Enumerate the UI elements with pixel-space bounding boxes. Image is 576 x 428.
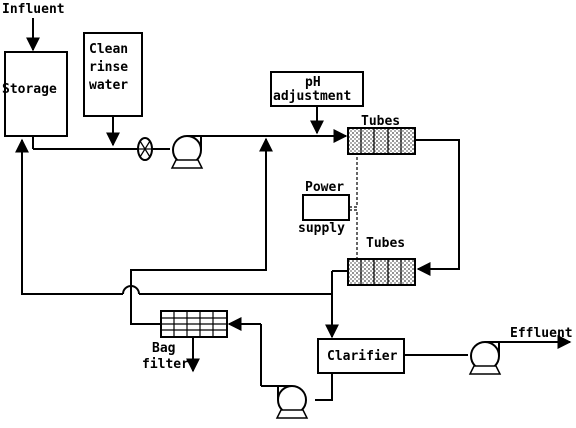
- clarifier-label: Clarifier: [327, 349, 398, 364]
- clarifier-underflow-pipe: [315, 373, 333, 401]
- tubes-bottom-unit: [347, 258, 416, 286]
- bag-filter-unit: [160, 310, 228, 338]
- bag-label: Bag: [152, 341, 175, 356]
- tubes-bottom-label: Tubes: [366, 236, 405, 251]
- adjustment-label: adjustment: [273, 89, 351, 104]
- power-line-bottom: [349, 209, 358, 259]
- power-supply-box: [302, 194, 350, 221]
- clean-rinse-water-tank: [83, 32, 143, 117]
- valve-icon: [137, 137, 153, 161]
- power-line-top: [349, 154, 358, 208]
- filter-label: filter: [142, 357, 189, 372]
- tubes-transfer-pipe: [415, 139, 460, 276]
- supply-label: supply: [298, 221, 345, 236]
- effluent-label: Effluent: [510, 326, 573, 341]
- water-label: water: [89, 78, 128, 93]
- bag-filter-return-pipe: [130, 137, 273, 325]
- tubes-top-label: Tubes: [361, 114, 400, 129]
- effluent-pump-icon: [468, 341, 510, 375]
- ph-label: pH: [305, 75, 321, 90]
- power-label: Power: [305, 180, 344, 195]
- recycle-pump-icon: [261, 385, 309, 419]
- storage-label: Storage: [2, 82, 57, 97]
- recycle-to-storage-pipe: [15, 138, 123, 295]
- tubes-top-unit: [347, 127, 416, 155]
- rinse-label: rinse: [89, 60, 128, 75]
- clean-label: Clean: [89, 42, 128, 57]
- clarifier-box: [317, 338, 405, 374]
- feed-pump-icon: [170, 135, 212, 169]
- storage-tank: [4, 51, 68, 137]
- influent-label: Influent: [2, 2, 65, 17]
